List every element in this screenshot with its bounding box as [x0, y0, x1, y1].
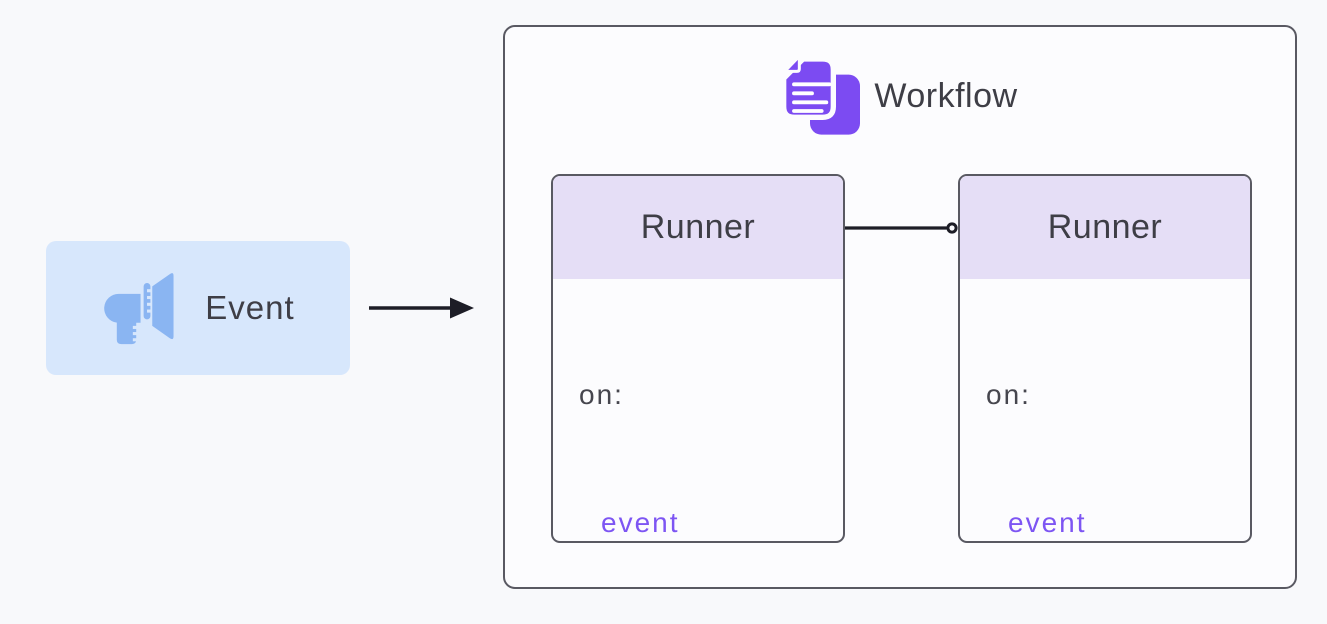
- config-line: event: [1008, 506, 1087, 538]
- runner-config: on: event job: step 1: action step 2: ac…: [553, 279, 843, 541]
- event-label: Event: [205, 289, 295, 326]
- runner-title: Runner: [960, 176, 1250, 279]
- runner-config: on: event job: step 1: action step 2: ac…: [960, 279, 1250, 541]
- runner-title: Runner: [553, 176, 843, 279]
- workflow-group: Workflow Runner on: event job: step 1: a…: [503, 25, 1297, 589]
- config-line: on:: [986, 379, 1031, 410]
- workflow-header: Workflow: [505, 56, 1295, 136]
- documents-icon: [782, 56, 861, 135]
- event-node: Event: [46, 241, 350, 375]
- workflow-title: Workflow: [874, 76, 1018, 115]
- runner-node-1: Runner on: event job: step 1: action ste…: [551, 174, 845, 543]
- event-to-workflow-arrow: [369, 297, 474, 319]
- runner-node-2: Runner on: event job: step 1: action ste…: [958, 174, 1252, 543]
- config-line: event: [601, 506, 680, 538]
- config-line: on:: [579, 379, 624, 410]
- runner-to-runner-connector: [845, 222, 958, 234]
- megaphone-icon: [104, 273, 174, 345]
